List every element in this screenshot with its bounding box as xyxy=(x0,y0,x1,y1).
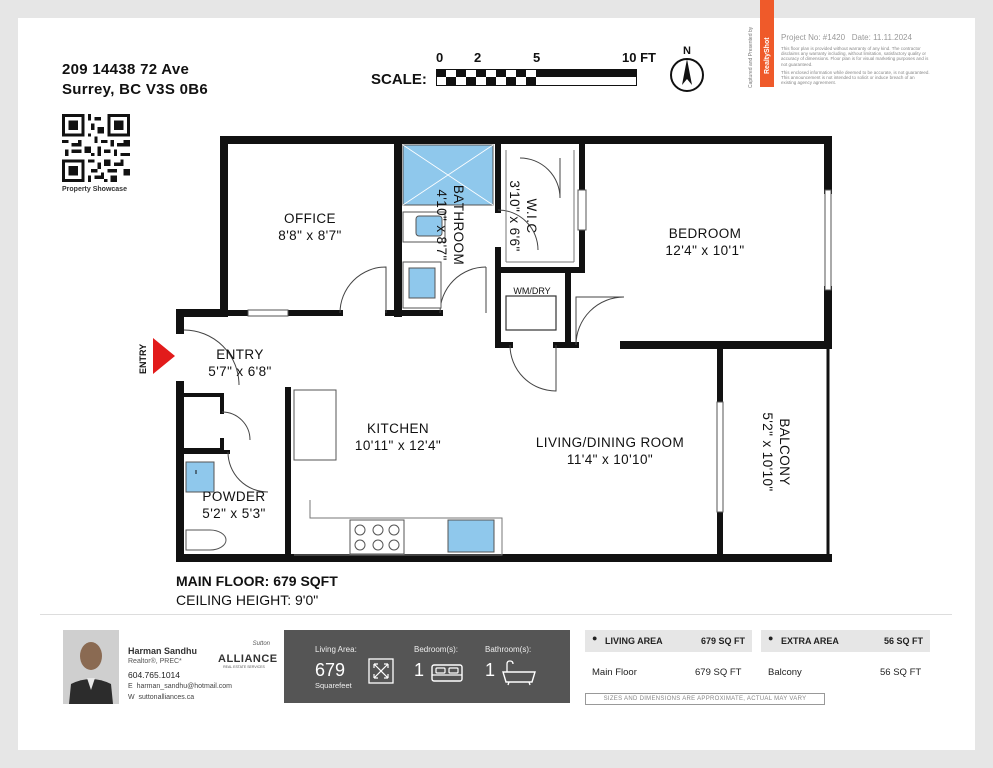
room-balcony: BALCONY 5'2" x 10'10" xyxy=(759,392,793,512)
room-wic: W.I.C 3'10" x 6'6" xyxy=(506,176,540,256)
room-office-name: OFFICE xyxy=(284,211,336,226)
floor-info: MAIN FLOOR: 679 SQFT CEILING HEIGHT: 9'0… xyxy=(176,572,338,610)
qr-code-icon[interactable] xyxy=(62,114,130,182)
approx-note: SIZES AND DIMENSIONS ARE APPROXIMATE, AC… xyxy=(585,693,825,705)
room-wic-name: W.I.C xyxy=(524,198,539,234)
agent-email[interactable]: E harman_sandhu@hotmail.com xyxy=(128,683,232,690)
extra-row-value: 56 SQ FT xyxy=(880,667,922,678)
area-expand-icon xyxy=(368,658,394,684)
disclaimer-2: This enclosed information while deemed t… xyxy=(781,69,930,86)
room-kitchen: KITCHEN 10'11" x 12'4" xyxy=(336,420,460,454)
room-entry-name: ENTRY xyxy=(216,347,264,362)
scale-tick-10: 10 FT xyxy=(622,50,656,65)
room-wmdry: WM/DRY xyxy=(513,286,551,296)
floor-plan xyxy=(153,136,832,562)
room-balcony-name: BALCONY xyxy=(777,418,792,486)
agent-phone[interactable]: 604.765.1014 xyxy=(128,670,180,680)
room-living-name: LIVING/DINING ROOM xyxy=(535,435,685,450)
living-area-header-label: LIVING AREA xyxy=(605,636,663,646)
entry-marker-label: ENTRY xyxy=(138,343,148,374)
room-kitchen-dims: 10'11" x 12'4" xyxy=(354,438,442,453)
room-office-dims: 8'8" x 8'7" xyxy=(278,228,342,243)
room-bedroom: BEDROOM 12'4" x 10'1" xyxy=(630,225,780,259)
room-bedroom-name: BEDROOM xyxy=(668,226,742,241)
scale-title: SCALE: xyxy=(371,71,427,88)
scale-bar xyxy=(436,69,637,86)
address-line-2: Surrey, BC V3S 0B6 xyxy=(62,81,209,98)
room-balcony-dims: 5'2" x 10'10" xyxy=(760,412,775,492)
scale-tick-5: 5 xyxy=(533,50,541,65)
agent-name: Harman Sandhu xyxy=(128,646,198,656)
room-entry-dims: 5'7" x 6'8" xyxy=(208,364,272,379)
living-area-value: 679 xyxy=(315,660,346,680)
disclaimer-1: This floor plan is provided without warr… xyxy=(781,46,929,67)
brand-stamp xyxy=(760,0,774,87)
scale-tick-2: 2 xyxy=(474,50,482,65)
room-bathroom-dims: 4'10" x 8'7" xyxy=(434,189,449,261)
north-label: N xyxy=(683,45,691,57)
room-office: OFFICE 8'8" x 8'7" xyxy=(250,210,370,244)
bedrooms-value: 1 xyxy=(414,660,425,680)
room-bathroom: BATHROOM 4'10" x 8'7" xyxy=(433,165,467,285)
living-area-header-value: 679 SQ FT xyxy=(700,636,745,646)
agent-website[interactable]: W suttonalliances.ca xyxy=(128,694,194,701)
extra-area-header-label: EXTRA AREA xyxy=(781,636,839,646)
living-row-label: Main Floor xyxy=(592,667,637,678)
agent-avatar xyxy=(63,630,119,704)
room-living-dims: 11'4" x 10'10" xyxy=(566,452,654,467)
room-entry: ENTRY 5'7" x 6'8" xyxy=(190,346,290,380)
room-bathroom-name: BATHROOM xyxy=(451,184,466,266)
living-row-value: 679 SQ FT xyxy=(695,667,742,678)
entry-arrow-icon xyxy=(153,338,175,374)
web-prefix: W xyxy=(128,694,135,701)
agent-email-value[interactable]: harman_sandhu@hotmail.com xyxy=(136,683,232,690)
bathtub-icon xyxy=(502,660,536,686)
footer-divider xyxy=(40,614,952,615)
room-living: LIVING/DINING ROOM 11'4" x 10'10" xyxy=(510,434,710,468)
living-area-label: Living Area: xyxy=(315,645,357,654)
email-prefix: E xyxy=(128,683,133,690)
brokerage-sub: REAL ESTATE SERVICES xyxy=(223,665,265,669)
scale-tick-0: 0 xyxy=(436,50,444,65)
property-address: 209 14438 72 Ave Surrey, BC V3S 0B6 xyxy=(62,60,208,100)
room-powder-dims: 5'2" x 5'3" xyxy=(202,506,266,521)
room-powder: POWDER 5'2" x 5'3" xyxy=(186,488,282,522)
room-kitchen-name: KITCHEN xyxy=(366,421,430,436)
brokerage-top: Sutton xyxy=(252,641,270,647)
summary-panel: Living Area: 679 Squarefeet Bedroom(s): … xyxy=(284,630,570,703)
address-line-1: 209 14438 72 Ave xyxy=(62,61,190,78)
room-wic-dims: 3'10" x 6'6" xyxy=(507,180,522,252)
brokerage-logo: Sutton ALLIANCE REAL ESTATE SERVICES xyxy=(218,641,278,681)
project-info: Project No: #1420 Date: 11.11.2024 xyxy=(781,33,912,42)
disclaimer: This floor plan is provided without warr… xyxy=(781,46,931,85)
bedrooms-label: Bedroom(s): xyxy=(414,645,459,654)
project-number: Project No: #1420 xyxy=(781,33,846,42)
bathrooms-label: Bathroom(s): xyxy=(485,645,532,654)
project-date: Date: 11.11.2024 xyxy=(851,33,912,42)
north-arrow-icon: N xyxy=(670,45,704,92)
room-bedroom-dims: 12'4" x 10'1" xyxy=(665,243,745,258)
living-area-header: ● LIVING AREA 679 SQ FT xyxy=(585,630,752,652)
ceiling-height: CEILING HEIGHT: 9'0" xyxy=(176,592,319,608)
agent-title: Realtor®, PREC* xyxy=(128,658,182,665)
extra-area-header-value: 56 SQ FT xyxy=(883,636,923,646)
bed-icon xyxy=(431,664,463,682)
bathrooms-value: 1 xyxy=(485,660,496,680)
brokerage-name: ALLIANCE xyxy=(218,653,278,665)
qr-caption: Property Showcase xyxy=(62,186,127,193)
extra-area-header: ● EXTRA AREA 56 SQ FT xyxy=(761,630,930,652)
living-area-unit: Squarefeet xyxy=(315,681,352,690)
agent-website-value[interactable]: suttonalliances.ca xyxy=(138,694,195,701)
room-powder-name: POWDER xyxy=(202,489,266,504)
extra-row-label: Balcony xyxy=(768,667,802,678)
main-floor-area: MAIN FLOOR: 679 SQFT xyxy=(176,573,338,589)
